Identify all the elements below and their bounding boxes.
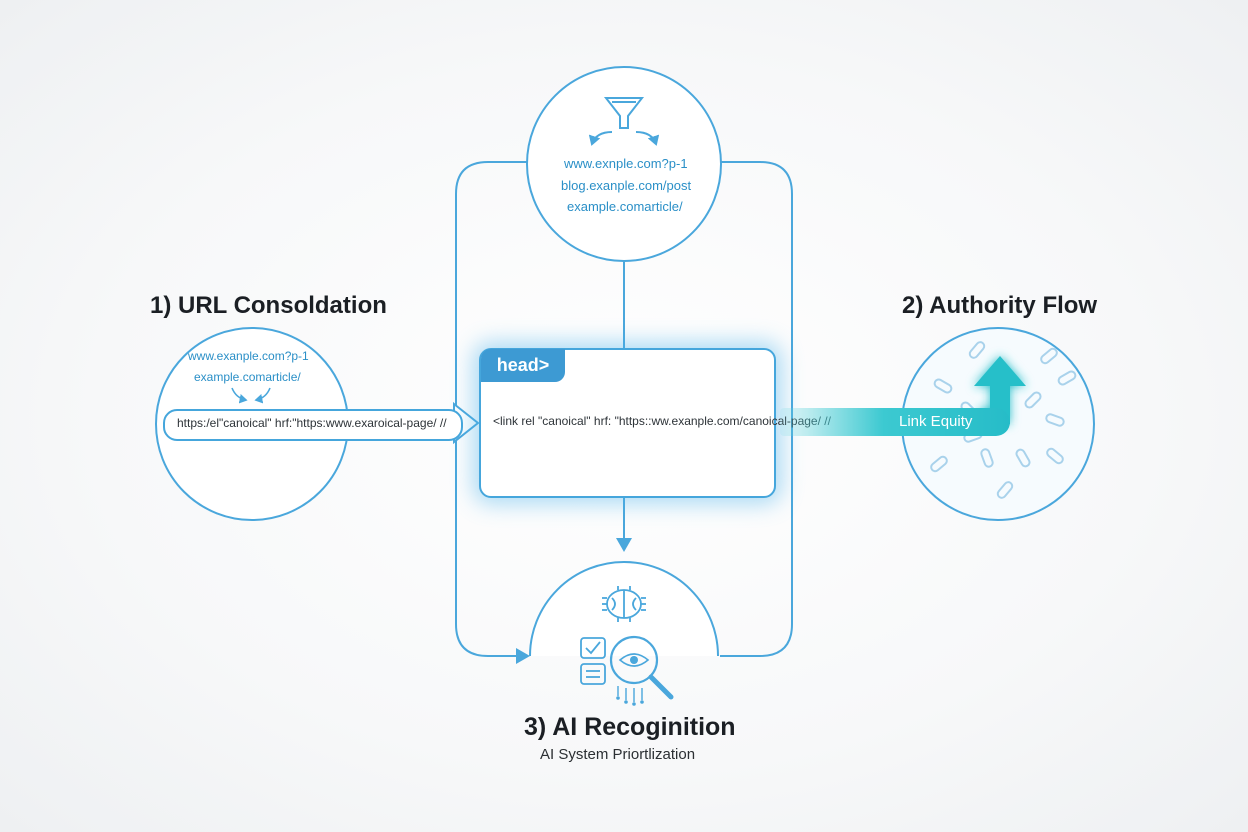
eye-magnifier-icon	[609, 635, 674, 706]
converge-arrow-left-icon	[231, 387, 248, 404]
head-tab: head>	[481, 349, 565, 382]
checklist-icon	[580, 637, 606, 685]
link-equity-bar	[780, 408, 1010, 436]
authority-title: 2) Authority Flow	[902, 292, 1098, 319]
merge-arrows-icon	[635, 131, 660, 146]
top-url-1: www.exnple.com?p-1	[564, 156, 688, 171]
consolidation-title: 1) URL Consoldation	[150, 292, 387, 319]
canonical-snippet-text: https:/el"canoical" hrf:"https:www.exaro…	[177, 416, 447, 430]
recognition-title: 3) AI Recoginition	[524, 713, 736, 741]
split-arrows-icon	[588, 131, 613, 146]
left-url-1: www.exanple.com?p-1	[188, 349, 309, 363]
converge-arrow-right-icon	[254, 387, 271, 404]
top-url-2: blog.exanple.com/post	[561, 178, 692, 193]
canonical-snippet-pill	[163, 409, 463, 441]
up-arrow-icon	[974, 356, 1026, 424]
recognition-subtitle: AI System Priortlization	[540, 746, 696, 763]
brain-chip-icon	[602, 586, 646, 622]
funnel-icon	[603, 97, 645, 129]
head-code-line: <link rel "canoical" hrf: "https::ww.exa…	[493, 414, 831, 428]
link-equity-label: Link Equity	[899, 413, 973, 430]
top-url-circle	[526, 66, 722, 262]
left-url-2: example.comarticle/	[194, 370, 301, 384]
top-url-3: example.comarticle/	[567, 199, 683, 214]
